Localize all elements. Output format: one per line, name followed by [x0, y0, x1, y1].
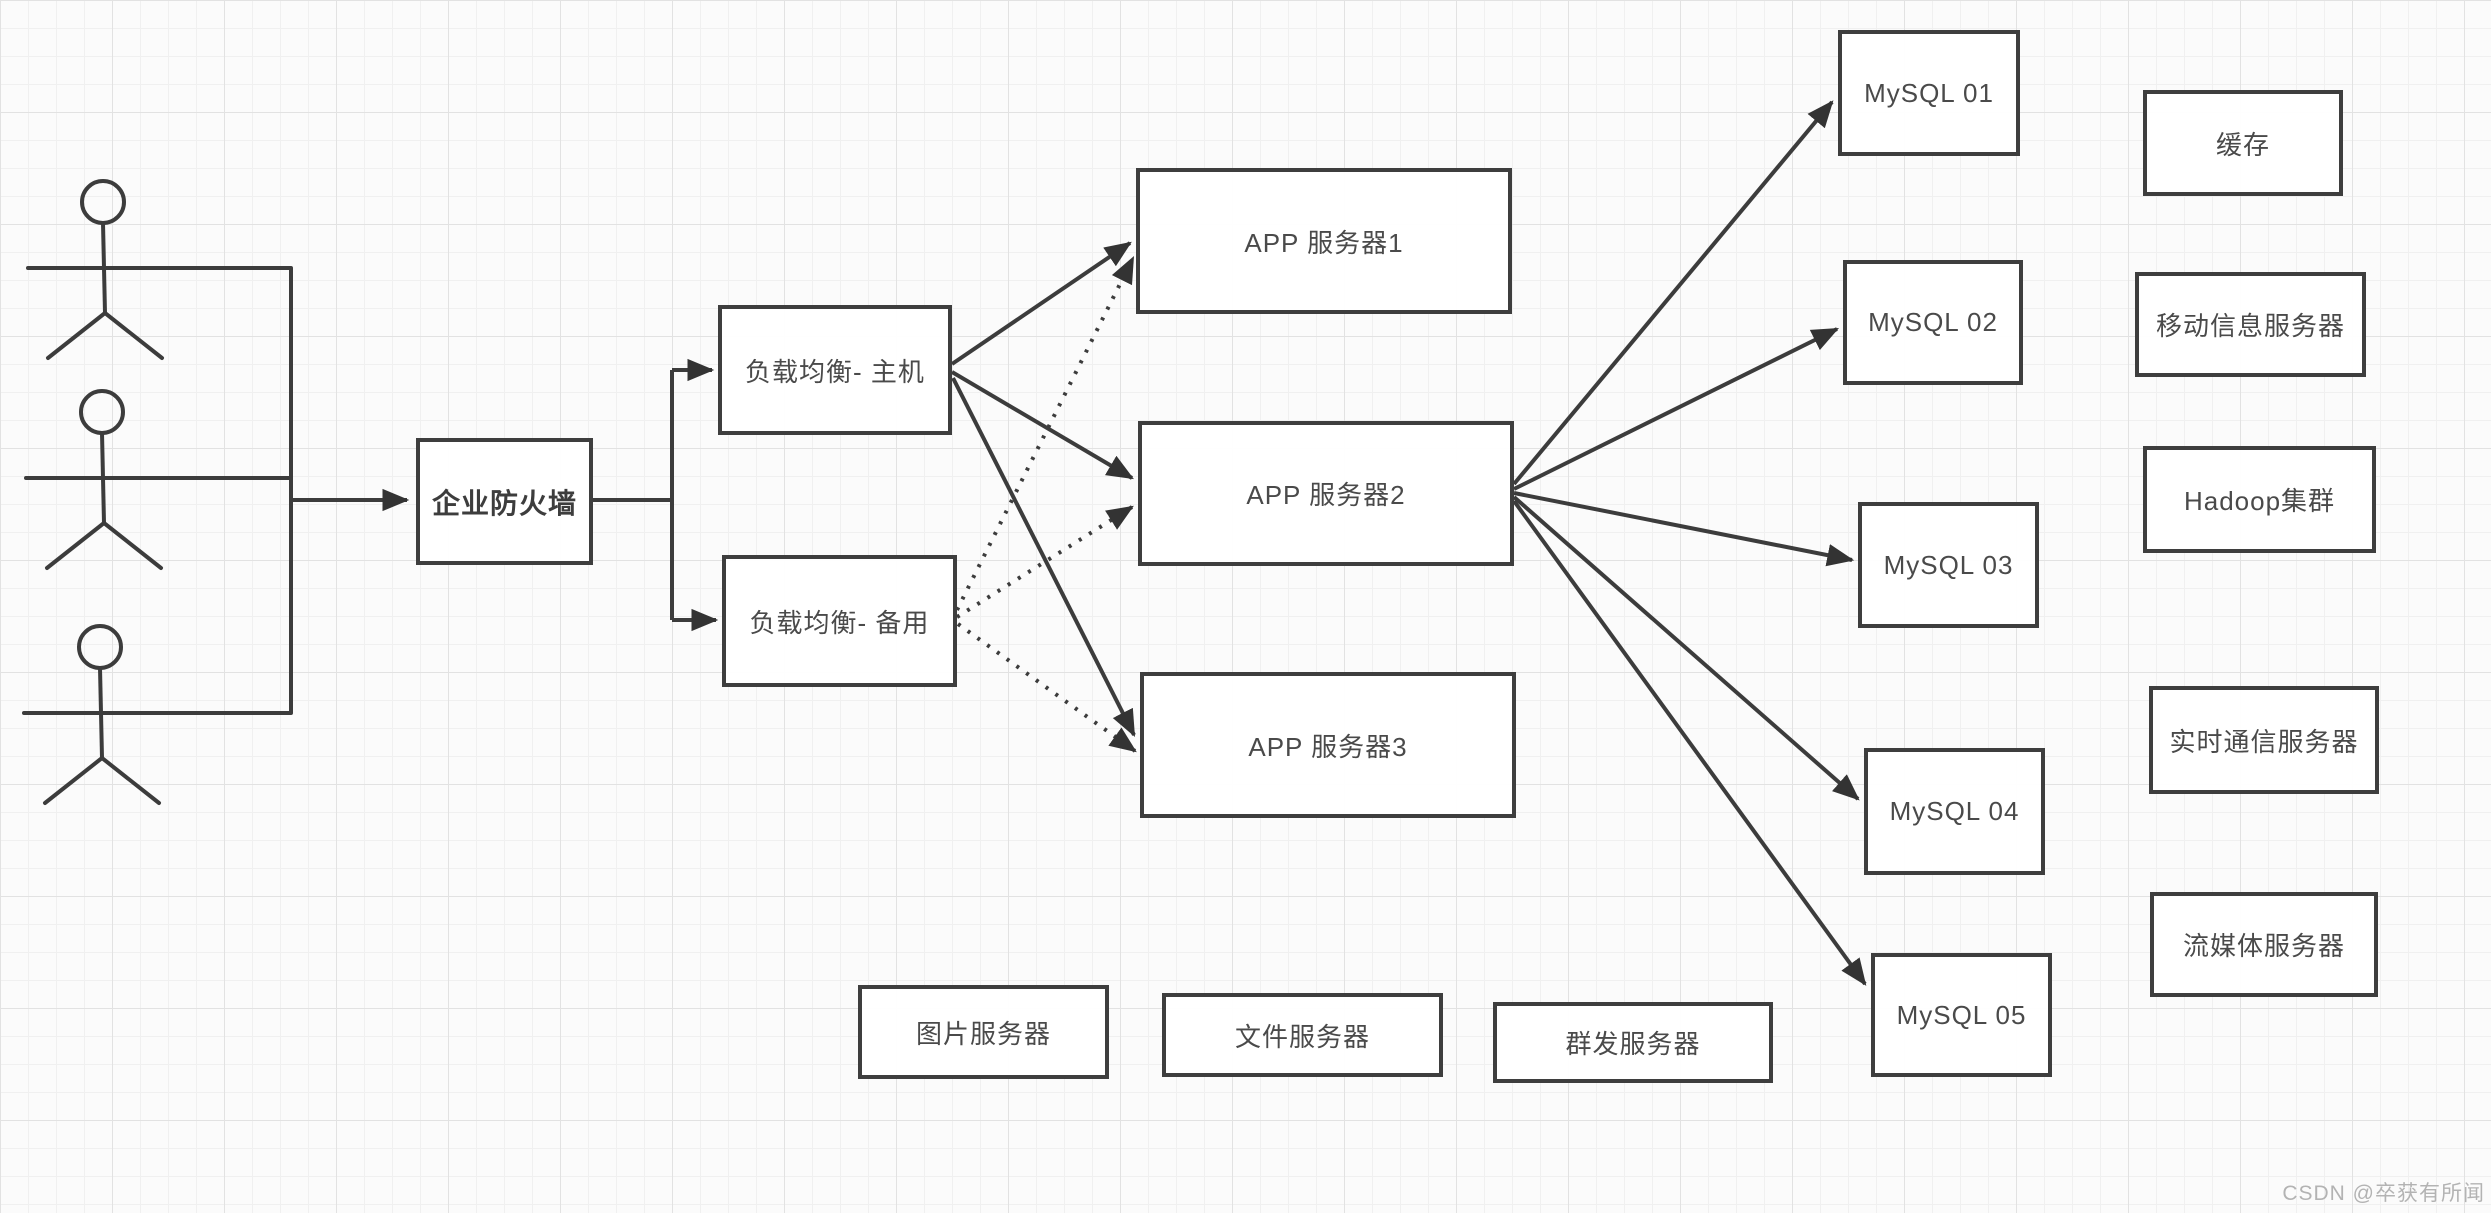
- edge-app2-to-mysql2: [1513, 327, 1840, 491]
- csdn-watermark: CSDN @卒获有所闻: [2282, 1182, 2485, 1205]
- user-actor-icon: [24, 389, 293, 570]
- node-label: APP 服务器2: [1246, 480, 1406, 510]
- node-mysql-05: MySQL 05: [1871, 953, 2052, 1077]
- node-firewall: 企业防火墙: [416, 438, 593, 565]
- node-label: 图片服务器: [915, 1018, 1051, 1049]
- user-actor-icon: [22, 624, 293, 805]
- node-cache-server: 缓存: [2143, 90, 2343, 196]
- node-mysql-04: MySQL 04: [1864, 748, 2045, 875]
- edge-lb-main-to-app2: [950, 370, 1134, 480]
- user-actor-icon: [26, 179, 293, 360]
- node-label: 缓存: [2215, 129, 2270, 160]
- edge-app2-to-mysql3: [1513, 491, 1855, 567]
- node-label: 实时通信服务器: [2169, 726, 2359, 757]
- node-label: 群发服务器: [1565, 1029, 1701, 1059]
- node-mysql-02: MySQL 02: [1843, 260, 2023, 385]
- node-app-server-1: APP 服务器1: [1136, 168, 1512, 314]
- node-load-balancer-main: 负载均衡- 主机: [718, 305, 952, 435]
- node-label: MySQL 03: [1883, 549, 2014, 580]
- node-hadoop-cluster: Hadoop集群: [2143, 446, 2376, 553]
- node-label: Hadoop集群: [2183, 486, 2336, 516]
- node-label: 流媒体服务器: [2182, 931, 2345, 961]
- edge-app2-to-mysql5: [1512, 499, 1867, 986]
- node-label: 移动信息服务器: [2155, 311, 2345, 341]
- node-label: MySQL 02: [1868, 307, 1998, 337]
- node-label: 文件服务器: [1234, 1021, 1370, 1052]
- node-app-server-2: APP 服务器2: [1138, 421, 1514, 566]
- node-app-server-3: APP 服务器3: [1140, 672, 1516, 818]
- node-label: MySQL 04: [1889, 796, 2020, 826]
- node-label: 负载均衡- 主机: [745, 356, 925, 387]
- edge-app2-to-mysql1: [1512, 100, 1834, 486]
- node-load-balancer-backup: 负载均衡- 备用: [722, 555, 957, 687]
- node-label: 负载均衡- 备用: [749, 607, 930, 638]
- node-file-server: 文件服务器: [1162, 993, 1443, 1077]
- node-label: MySQL 01: [1864, 77, 1994, 108]
- node-realtime-comm-server: 实时通信服务器: [2149, 686, 2379, 794]
- node-broadcast-server: 群发服务器: [1493, 1002, 1773, 1083]
- node-mobile-info-server: 移动信息服务器: [2135, 272, 2366, 377]
- edges: [289, 100, 1867, 986]
- edge-lb-main-to-app3: [951, 377, 1136, 738]
- node-streaming-media-server: 流媒体服务器: [2150, 892, 2378, 997]
- node-label: APP 服务器3: [1248, 731, 1408, 762]
- node-label: APP 服务器1: [1244, 227, 1404, 258]
- edge-app2-to-mysql4: [1512, 495, 1860, 801]
- node-label: 企业防火墙: [431, 487, 577, 519]
- edge-lb-main-to-app1: [950, 241, 1132, 366]
- edge-lb-backup-to-app3: [956, 622, 1137, 753]
- node-mysql-03: MySQL 03: [1858, 502, 2039, 628]
- node-image-server: 图片服务器: [858, 985, 1109, 1079]
- node-label: MySQL 05: [1896, 999, 2027, 1030]
- node-mysql-01: MySQL 01: [1838, 30, 2020, 156]
